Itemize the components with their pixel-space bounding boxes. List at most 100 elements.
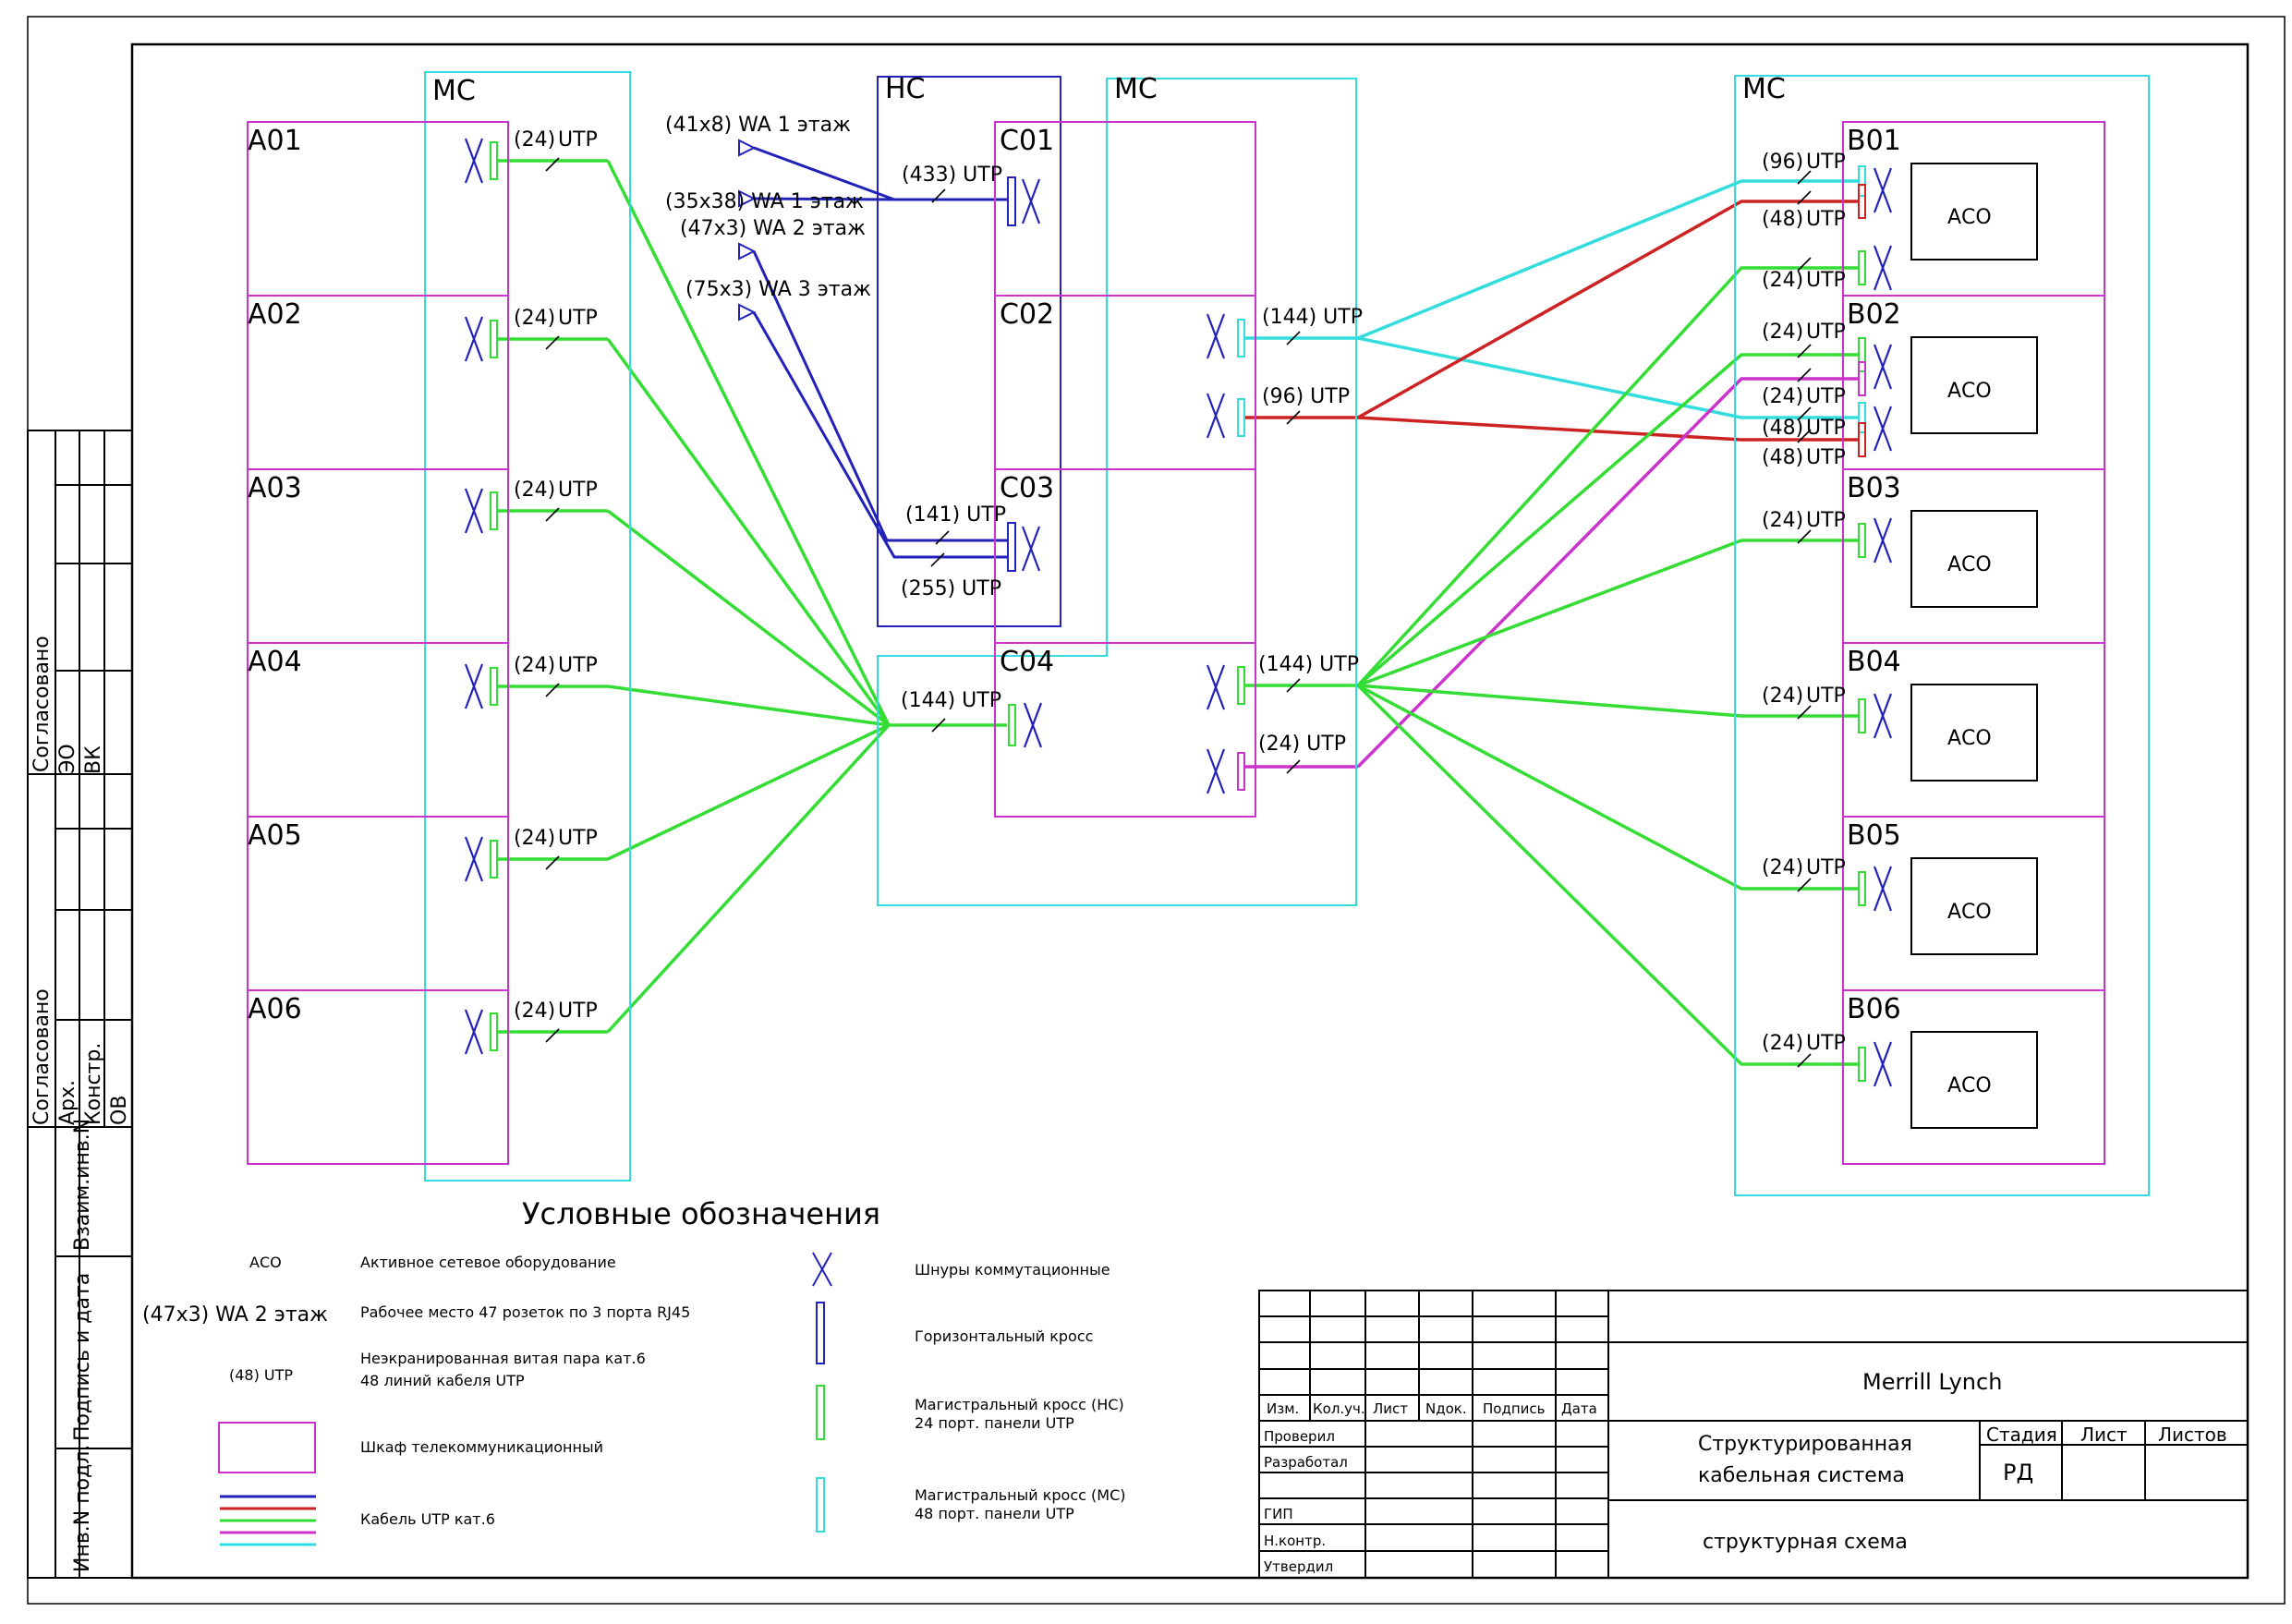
patch-cord-icon [464, 316, 484, 362]
patch-cord-icon [1873, 866, 1893, 912]
cable-count-a: (24) [514, 1000, 555, 1023]
cable-tick [1797, 878, 1812, 892]
aco-box [1910, 336, 2038, 434]
stamp-vzam: Взаим.инв.N [71, 1119, 94, 1251]
tb-row-approved: Утвердил [1264, 1558, 1333, 1575]
cable-green [1357, 684, 1859, 891]
cable-count-a: (24) [514, 128, 555, 151]
trunk-panel-hc [1237, 666, 1245, 705]
aco-label: АСО [1947, 727, 1992, 750]
cable-tick [545, 157, 560, 172]
legend-mhc-desc-2: 24 порт. панели UTP [915, 1414, 1074, 1432]
cable-count-a: (24) [514, 827, 555, 850]
legend-wa-symbol: (47x3) WA 2 этаж [142, 1303, 328, 1327]
title-block [1258, 1290, 2249, 1579]
cable-type-a: UTP [558, 128, 598, 151]
zone-hc [877, 76, 1061, 627]
cabinet-label-a03: A03 [248, 472, 302, 504]
aco-box [1910, 1031, 2038, 1129]
cabinet-label-b04: B04 [1847, 646, 1901, 678]
aco-box [1910, 857, 2038, 955]
patch-cord-icon [1873, 1041, 1893, 1087]
cable-type-a: UTP [558, 479, 598, 502]
trunk-panel-ms [1858, 402, 1866, 433]
cable-label-c04-in: (144) UTP [901, 689, 1001, 712]
aco-label: АСО [1947, 380, 1992, 403]
patch-cord-stroke [464, 316, 484, 362]
trunk-panel-ms [1858, 184, 1866, 219]
legend-aco-desc: Активное сетевое оборудование [360, 1254, 616, 1271]
legend-cable-desc: Кабель UTP кат.6 [360, 1510, 495, 1528]
cable-tick [1797, 705, 1812, 720]
tb-col-kol: Кол.уч. [1313, 1400, 1365, 1417]
patch-cord-icon [1873, 406, 1893, 452]
patch-cord-stroke [1021, 526, 1041, 572]
legend-cords-desc: Шнуры коммутационные [915, 1261, 1110, 1279]
workplace-label: (47x3) WA 2 этаж [680, 217, 866, 240]
cabinet-c04 [994, 642, 1256, 818]
tb-sheets-label: Листов [2158, 1424, 2227, 1446]
cable-type-b: UTP [1806, 856, 1846, 879]
tb-title-1: Структурированная [1698, 1433, 1912, 1456]
stamp-vk: ВК [82, 745, 105, 774]
stamp-inv: Инв.N подл. [71, 1445, 94, 1572]
cabinet-label-c01: C01 [1000, 125, 1054, 157]
cable-type-b: UTP [1806, 151, 1846, 174]
cable-count-b: (24) [1762, 321, 1803, 344]
cable-type-b: UTP [1806, 321, 1846, 344]
cabinet-label-c04: C04 [1000, 646, 1054, 678]
cable-count-b: (24) [1762, 856, 1803, 879]
cable-count-b: (48) [1762, 208, 1803, 231]
patch-cord-stroke [1873, 406, 1893, 452]
legend-mhc-desc-1: Магистральный кросс (НС) [915, 1396, 1124, 1413]
stamp-agreed-2: Согласовано [30, 988, 54, 1125]
cabinet-label-b03: B03 [1847, 472, 1901, 504]
horizontal-cross-c03 [1007, 522, 1016, 572]
cable-tick [1797, 170, 1812, 185]
cabinet-label-a02: A02 [248, 298, 302, 331]
cable-green [1357, 684, 1859, 718]
tb-col-podpis: Подпись [1483, 1400, 1545, 1417]
legend-mms-desc-1: Магистральный кросс (МС) [915, 1486, 1125, 1504]
tb-company: Merrill Lynch [1862, 1369, 2002, 1395]
trunk-panel-hc [490, 141, 498, 180]
patch-cord-icon [1021, 526, 1041, 572]
patch-cord-stroke [464, 836, 484, 882]
cabinet-label-a04: A04 [248, 646, 302, 678]
tb-col-data: Дата [1561, 1400, 1597, 1417]
cable-count-b: (24) [1762, 1032, 1803, 1055]
tb-sheet-label: Лист [2080, 1424, 2128, 1446]
legend-hcross-icon [816, 1302, 825, 1364]
patch-cord-stroke [464, 138, 484, 184]
aco-box [1910, 163, 2038, 261]
workplace-label: (35x38) WA 1 этаж [665, 190, 864, 213]
tb-row-checked: Проверил [1264, 1428, 1335, 1445]
cable-type-b: UTP [1806, 385, 1846, 408]
cable-label-c03a: (141) UTP [905, 503, 1006, 527]
trunk-panel-hc [1008, 704, 1016, 746]
trunk-panel-hc [490, 1012, 498, 1051]
cable-type-b: UTP [1806, 417, 1846, 440]
stamp-eo: ЭО [56, 744, 79, 774]
cable-count-b: (48) [1762, 417, 1803, 440]
zone-ms-left [424, 71, 631, 1182]
cable-tick [1797, 406, 1812, 421]
aco-label: АСО [1947, 1074, 1992, 1097]
cable-count-b: (24) [1762, 685, 1803, 708]
cable-type-b: UTP [1806, 208, 1846, 231]
patch-cord-icon [1021, 178, 1041, 224]
cable-green [606, 337, 891, 727]
workplace-label: (75x3) WA 3 этаж [685, 278, 871, 301]
patch-cord-stroke [464, 488, 484, 534]
legend-cabinet-symbol [218, 1422, 316, 1473]
zone-ms-right-label: МС [1742, 73, 1786, 105]
patch-cord-stroke [1023, 702, 1043, 748]
legend-cords-icon [812, 1252, 832, 1287]
workplace-icon [738, 242, 757, 261]
legend-hcross-desc: Горизонтальный кросс [915, 1327, 1093, 1345]
tb-row-nkontr: Н.контр. [1264, 1533, 1326, 1549]
cable-green [1356, 684, 1859, 1066]
